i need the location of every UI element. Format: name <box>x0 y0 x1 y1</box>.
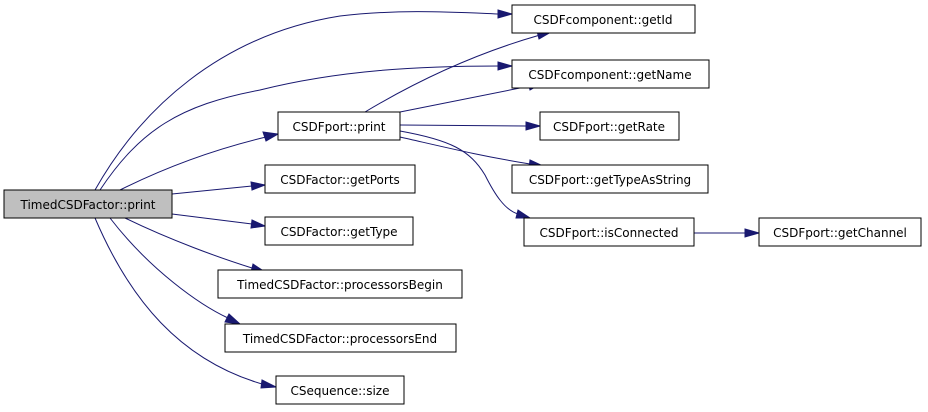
node-csdfactor-getports[interactable]: CSDFactor::getPorts <box>264 164 416 194</box>
node-label: CSDFport::getRate <box>553 120 665 134</box>
edge-print-to-size <box>94 217 278 389</box>
node-label: CSDFport::getChannel <box>773 226 907 240</box>
edge-print-to-gettype <box>171 213 267 229</box>
node-csdfport-print[interactable]: CSDFport::print <box>277 111 401 141</box>
node-label: CSDFport::print <box>292 120 385 134</box>
node-label: TimedCSDFactor::processorsEnd <box>242 332 437 346</box>
node-csdfport-gettypeasstring[interactable]: CSDFport::getTypeAsString <box>511 164 709 194</box>
node-label: CSDFactor::getType <box>280 225 397 239</box>
node-csdfcomponent-getid[interactable]: CSDFcomponent::getId <box>511 4 696 34</box>
node-label: CSDFcomponent::getId <box>534 13 673 27</box>
edge-isconnected-to-getchannel <box>694 228 761 238</box>
node-csdfport-getchannel[interactable]: CSDFport::getChannel <box>758 217 922 247</box>
edge-portprint-to-getrate <box>399 121 542 131</box>
edges <box>94 9 761 389</box>
edge-print-to-processorsbegin <box>124 217 267 273</box>
node-label: CSDFport::getTypeAsString <box>529 173 691 187</box>
node-label: CSDFactor::getPorts <box>280 173 400 187</box>
node-timedcsdfactor-print[interactable]: TimedCSDFactor::print <box>3 189 173 219</box>
node-label: CSDFcomponent::getName <box>528 68 691 82</box>
node-csequence-size[interactable]: CSequence::size <box>275 375 405 405</box>
edge-print-to-getid <box>94 9 514 191</box>
node-timedcsdfactor-processorsend[interactable]: TimedCSDFactor::processorsEnd <box>224 323 457 353</box>
node-label: CSDFport::isConnected <box>539 226 678 240</box>
edge-portprint-to-isconnected <box>399 130 532 219</box>
node-csdfport-getrate[interactable]: CSDFport::getRate <box>539 111 680 141</box>
edge-print-to-getports <box>171 181 267 195</box>
edge-print-to-portprint <box>119 131 280 191</box>
node-csdfport-isconnected[interactable]: CSDFport::isConnected <box>523 217 695 247</box>
edge-print-to-getname <box>99 61 514 191</box>
node-label: TimedCSDFactor::processorsBegin <box>236 278 443 292</box>
node-csdfcomponent-getname[interactable]: CSDFcomponent::getName <box>511 59 710 89</box>
edge-print-to-processorsend <box>109 217 242 325</box>
node-label: TimedCSDFactor::print <box>19 198 155 212</box>
node-timedcsdfactor-processorsbegin[interactable]: TimedCSDFactor::processorsBegin <box>217 269 463 299</box>
node-label: CSequence::size <box>291 384 390 398</box>
node-csdfactor-gettype[interactable]: CSDFactor::getType <box>264 216 414 246</box>
edge-portprint-to-gettypeasstring <box>399 136 545 169</box>
